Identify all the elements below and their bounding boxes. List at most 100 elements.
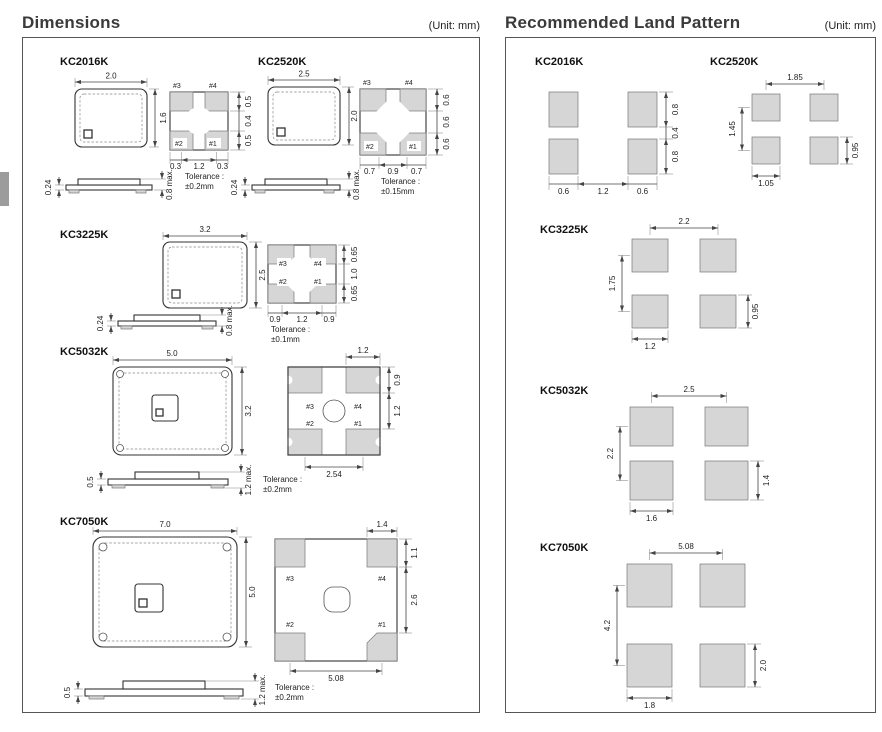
pad-3 bbox=[169, 91, 194, 112]
svg-text:0.3: 0.3 bbox=[170, 162, 182, 171]
svg-text:1.0: 1.0 bbox=[350, 268, 359, 280]
kc2520k-land-pattern: KC2520K 1.85 1.45 bbox=[710, 56, 860, 188]
svg-text:1.2: 1.2 bbox=[193, 162, 205, 171]
dimensions-section: Dimensions (Unit: mm) KC2016K bbox=[22, 5, 480, 713]
land-pattern-box: KC2016K 0.8 0.4 0. bbox=[505, 37, 876, 713]
land-pad bbox=[704, 460, 749, 501]
land-pad bbox=[627, 91, 658, 128]
land-pad bbox=[548, 91, 579, 128]
pin1-label: #1 bbox=[409, 144, 417, 151]
pad-3 bbox=[359, 88, 387, 112]
center-seal bbox=[322, 399, 346, 423]
land-pad bbox=[626, 563, 673, 608]
pin1-label: #1 bbox=[378, 622, 386, 629]
svg-text:5.08: 5.08 bbox=[678, 542, 694, 551]
svg-text:5.0: 5.0 bbox=[166, 349, 178, 358]
corner-castellation bbox=[222, 632, 232, 642]
crystal-emblem bbox=[134, 583, 164, 613]
land-pad bbox=[699, 563, 746, 608]
crystal-emblem bbox=[151, 394, 179, 422]
pad-3 bbox=[274, 538, 306, 568]
part-label: KC2016K bbox=[535, 56, 583, 68]
center-cutout bbox=[366, 95, 420, 149]
thickness-dim: 0.24 bbox=[230, 177, 250, 198]
kc7050k-top-view: 7.0 5.0 bbox=[92, 520, 257, 648]
svg-text:0.5: 0.5 bbox=[63, 686, 72, 698]
land-pad bbox=[751, 93, 781, 122]
kc5032k-tolerance: Tolerance : ±0.2mm bbox=[263, 475, 302, 494]
pin1-label: #1 bbox=[209, 141, 217, 148]
kc2016k-dimensions: KC2016K 2.0 bbox=[44, 56, 253, 200]
svg-text:1.2 max.: 1.2 max. bbox=[258, 675, 267, 706]
svg-text:0.4: 0.4 bbox=[671, 127, 680, 139]
part-label: KC5032K bbox=[60, 346, 108, 358]
pin1-mark bbox=[171, 289, 181, 299]
svg-text:0.5: 0.5 bbox=[86, 476, 95, 488]
land-pad bbox=[809, 93, 839, 122]
center-cutout bbox=[185, 107, 213, 135]
pad-4 bbox=[399, 88, 427, 112]
corner-castellation bbox=[221, 370, 229, 378]
pitch-y-dim: 2.2 bbox=[606, 426, 628, 481]
kc2016k-tolerance: Tolerance : ±0.2mm bbox=[185, 172, 224, 191]
pad-3 bbox=[287, 366, 323, 394]
svg-text:2.6: 2.6 bbox=[410, 594, 419, 606]
pin1-mark bbox=[83, 129, 93, 139]
svg-text:1.4: 1.4 bbox=[762, 474, 771, 486]
land-pad bbox=[627, 138, 658, 175]
pin2-label: #2 bbox=[366, 144, 374, 151]
kc7050k-pad-view: #3 #4 #2 #1 1.4 bbox=[274, 520, 419, 683]
height-dim: 0.8 max. bbox=[200, 305, 234, 336]
part-label: KC5032K bbox=[540, 385, 588, 397]
svg-text:2.5: 2.5 bbox=[298, 70, 310, 79]
pin4-label: #4 bbox=[378, 576, 386, 583]
corner-castellation bbox=[98, 632, 108, 642]
pin4-label: #4 bbox=[354, 404, 362, 411]
pad-2 bbox=[287, 428, 323, 456]
thickness-dim: 0.5 bbox=[86, 471, 106, 493]
kc2016k-top-view: 2.0 1.6 bbox=[74, 72, 168, 148]
land-pattern-header: Recommended Land Pattern (Unit: mm) bbox=[505, 5, 876, 33]
body-width-dim: 3.2 bbox=[162, 225, 248, 240]
kc2016k-side-view: 0.24 0.8 max. bbox=[44, 169, 174, 200]
svg-text:2.54: 2.54 bbox=[326, 470, 342, 479]
svg-text:2.0: 2.0 bbox=[350, 110, 359, 122]
svg-text:2.2: 2.2 bbox=[606, 447, 615, 459]
bottom-dims: 0.6 1.2 0.6 bbox=[548, 176, 658, 196]
pad-width-dim: 1.8 bbox=[626, 689, 673, 710]
pad-dims-right: 1.1 2.6 bbox=[399, 538, 419, 634]
kc2520k-pad-view: #3 #4 #2 #1 bbox=[359, 80, 451, 176]
svg-text:3.2: 3.2 bbox=[199, 225, 211, 234]
kc7050k-tolerance: Tolerance : ±0.2mm bbox=[275, 683, 314, 702]
part-label: KC7050K bbox=[540, 542, 588, 554]
svg-text:0.9: 0.9 bbox=[387, 167, 399, 176]
svg-text:0.7: 0.7 bbox=[411, 167, 423, 176]
pad-top-dim: 1.4 bbox=[366, 520, 398, 537]
pin1-label: #1 bbox=[354, 421, 362, 428]
land-pad bbox=[631, 238, 669, 273]
pad-width-dim: 1.6 bbox=[629, 502, 674, 523]
body-width-dim: 2.5 bbox=[267, 70, 341, 85]
svg-text:0.95: 0.95 bbox=[851, 142, 860, 158]
kc3225k-side-view: 0.24 0.8 max. bbox=[96, 305, 234, 336]
kc3225k-top-view: 3.2 2.5 bbox=[162, 225, 267, 309]
land-pad bbox=[631, 294, 669, 329]
svg-text:Tolerance :: Tolerance : bbox=[185, 172, 224, 181]
pad-4 bbox=[345, 366, 381, 394]
svg-text:Tolerance :: Tolerance : bbox=[263, 475, 302, 484]
svg-text:1.1: 1.1 bbox=[410, 547, 419, 559]
kc5032k-side-view: 0.5 1.2 max. bbox=[86, 464, 253, 496]
land-pad bbox=[751, 136, 781, 165]
pad-dims-bottom: 0.3 1.2 0.3 bbox=[169, 152, 229, 171]
svg-text:0.8 max.: 0.8 max. bbox=[165, 169, 174, 200]
svg-text:1.2: 1.2 bbox=[644, 342, 656, 351]
svg-text:0.6: 0.6 bbox=[442, 138, 451, 150]
svg-text:1.75: 1.75 bbox=[608, 275, 617, 291]
svg-text:Tolerance :: Tolerance : bbox=[271, 325, 310, 334]
pitch-y-dim: 1.45 bbox=[728, 107, 750, 151]
land-pad bbox=[626, 643, 673, 688]
part-label: KC7050K bbox=[60, 516, 108, 528]
land-pattern-section: Recommended Land Pattern (Unit: mm) KC20… bbox=[505, 5, 876, 713]
svg-text:±0.1mm: ±0.1mm bbox=[271, 335, 300, 344]
pad-4 bbox=[204, 91, 229, 112]
